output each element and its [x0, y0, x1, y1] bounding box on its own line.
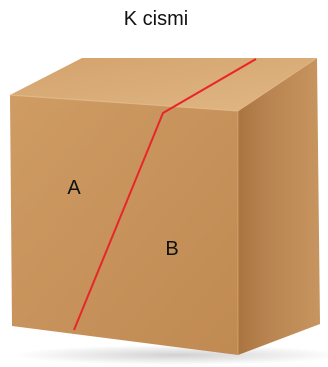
region-label-b: B: [165, 238, 178, 260]
cardboard-box: [10, 58, 320, 355]
box-front-face: [10, 95, 238, 355]
box-shadow: [13, 345, 328, 365]
region-label-a: A: [67, 177, 81, 199]
figure-title: K cismi: [124, 8, 188, 30]
